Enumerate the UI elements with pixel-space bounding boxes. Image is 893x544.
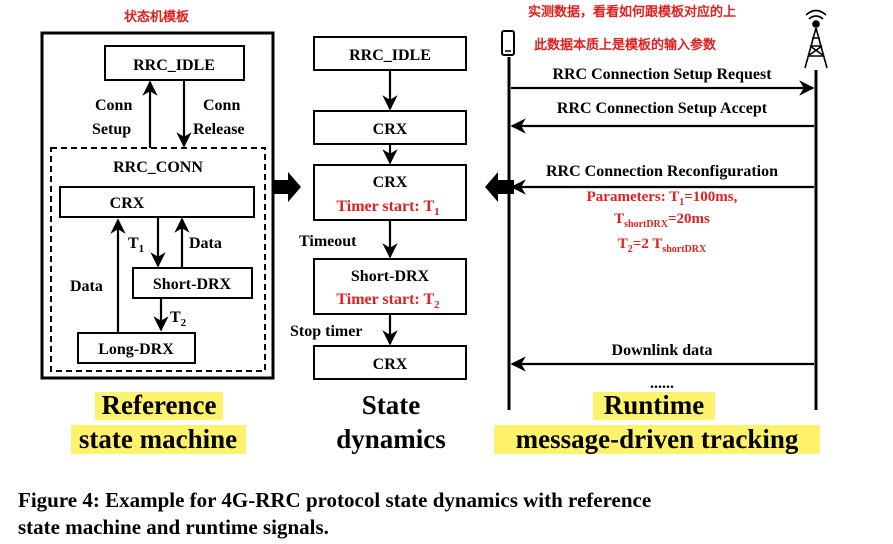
runtime-tracking: RRC Connection Setup Request RRC Connect… (501, 9, 828, 410)
highlight-message-driven (494, 425, 820, 454)
highlight-reference (95, 392, 223, 420)
state-rrc-idle (104, 45, 245, 81)
highlight-runtime (593, 392, 715, 420)
caption-line-2: state machine and runtime signals. (18, 515, 329, 539)
cell-tower-icon (804, 9, 828, 69)
msg-setup-request-label: RRC Connection Setup Request (552, 66, 772, 83)
state-crx-label: CRX (110, 195, 145, 212)
state-dynamics: RRC_IDLE CRX CRX Timer start: T1 Timeout… (290, 36, 467, 380)
data-label-right: Data (189, 235, 222, 252)
rrc-conn-label: RRC_CONN (113, 159, 203, 176)
state-crx (59, 186, 255, 218)
label-dynamics: dynamics (336, 424, 446, 454)
state-short-drx (132, 267, 253, 299)
dyn-state-4 (313, 258, 467, 315)
msg-setup-accept-label: RRC Connection Setup Accept (557, 100, 768, 117)
conn-release-label-1: Conn (203, 97, 240, 114)
stop-timer-label: Stop timer (290, 323, 362, 340)
dyn-state-5-label: CRX (373, 356, 408, 373)
annotation-measured-data-1: 实测数据，看看如何跟模板对应的上 (528, 4, 736, 20)
reference-state-machine: RRC_IDLE Conn Setup Conn Release RRC_CON… (40, 31, 275, 380)
t1-label: T1 (128, 235, 144, 255)
conn-setup-label-1: Conn (95, 97, 132, 114)
state-long-drx (77, 332, 196, 364)
caption-line-1: Figure 4: Example for 4G-RRC protocol st… (18, 488, 651, 512)
dyn-state-5 (313, 345, 467, 380)
conn-setup-label-2: Setup (92, 121, 131, 138)
label-state: State (362, 390, 420, 420)
label-runtime: Runtime (604, 390, 705, 420)
label-state-machine: state machine (79, 424, 237, 454)
msg-downlink-label: Downlink data (612, 342, 713, 359)
dyn-state-3-timer: Timer start: T1 (336, 198, 439, 218)
params-line-1: Parameters: T1=100ms, (587, 189, 738, 208)
timeout-label: Timeout (299, 233, 357, 250)
dyn-state-4-label: Short-DRX (351, 268, 430, 285)
rrc-conn-dashed-frame (50, 147, 266, 372)
state-rrc-idle-label: RRC_IDLE (133, 57, 215, 74)
dyn-state-2-label: CRX (373, 121, 408, 138)
dyn-state-2 (313, 110, 467, 145)
msg-reconfig-label: RRC Connection Reconfiguration (546, 163, 778, 180)
params-line-2: TshortDRX=20ms (614, 211, 710, 230)
outer-frame (40, 31, 275, 380)
ellipsis: ...... (650, 375, 674, 392)
label-reference: Reference (102, 390, 217, 420)
phone-icon (501, 30, 515, 56)
dyn-state-4-timer: Timer start: T2 (336, 291, 440, 311)
dyn-state-3-label: CRX (373, 174, 408, 191)
highlight-state-machine (71, 425, 246, 454)
params-line-3: T2=2 TshortDRX (618, 236, 707, 255)
state-short-drx-label: Short-DRX (153, 276, 232, 293)
conn-release-label-2: Release (193, 121, 245, 138)
label-message-driven: message-driven tracking (516, 424, 799, 454)
dyn-state-1 (313, 36, 467, 71)
dyn-state-1-label: RRC_IDLE (349, 47, 431, 64)
annotation-measured-data-2: 此数据本质上是模板的输入参数 (534, 37, 717, 53)
fat-arrow-left (485, 172, 514, 202)
annotation-state-machine-template: 状态机模板 (124, 9, 190, 25)
data-label-left: Data (70, 278, 103, 295)
dyn-state-3 (313, 164, 467, 221)
fat-arrow-right (272, 172, 301, 202)
t2-label: T2 (170, 309, 187, 329)
state-long-drx-label: Long-DRX (98, 341, 174, 358)
